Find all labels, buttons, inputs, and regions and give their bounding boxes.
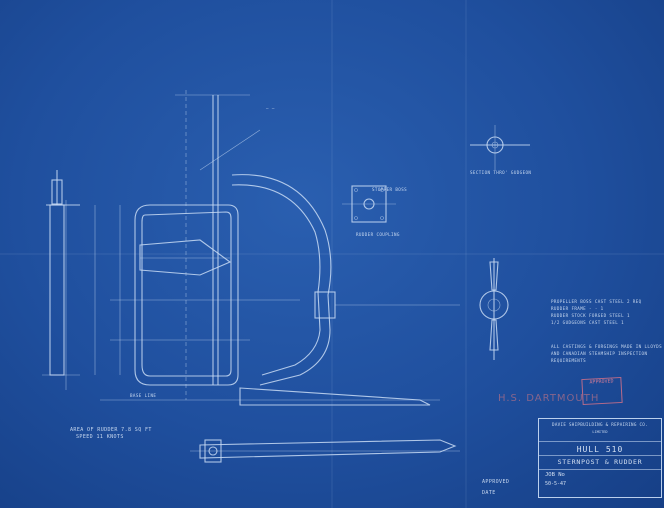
callout-top: — — — [266, 106, 275, 111]
general-notes: ALL CASTINGS & FORGINGS MADE IN LLOYDS A… — [551, 343, 662, 364]
rudder-plan-view — [190, 439, 460, 463]
approved-stamp-text: APPROVED — [589, 378, 614, 386]
title-block: DAVIE SHIPBUILDING & REPAIRING CO. LIMIT… — [538, 418, 662, 498]
area-note-1: AREA OF RUDDER 7.8 SQ FT — [70, 427, 152, 433]
rudder-frame — [110, 90, 300, 400]
general-note: ALL CASTINGS & FORGINGS MADE IN LLOYDS — [551, 344, 663, 349]
material-note: RUDDER FRAME - - 1 — [551, 306, 604, 311]
stock-section-view — [479, 258, 509, 360]
gudgeon-detail — [470, 125, 530, 170]
general-note: AND CANADIAN STEAMSHIP INSPECTION — [551, 351, 648, 356]
date-label: DATE — [482, 490, 496, 496]
rudder-side-view — [42, 170, 96, 390]
rudder-coupling-view — [342, 185, 396, 223]
general-note: REQUIREMENTS — [551, 358, 587, 363]
company-line2: LIMITED — [592, 430, 608, 434]
area-note-2: SPEED 11 KNOTS — [76, 434, 124, 440]
dartmouth-stamp: H.S. DARTMOUTH — [498, 393, 600, 404]
title-divider — [539, 469, 661, 470]
material-note: PROPELLER BOSS CAST STEEL 2 REQ — [551, 299, 642, 304]
hull-number: HULL 510 — [576, 445, 624, 454]
sternpost — [100, 129, 460, 406]
drawing-name: STERNPOST & RUDDER — [557, 458, 643, 466]
rudder-coupling-label: RUDDER COUPLING — [356, 232, 400, 237]
material-note: RUDDER STOCK FORGED STEEL 1 — [551, 313, 630, 318]
approved-label: APPROVED — [482, 479, 510, 485]
title-divider — [539, 455, 661, 456]
job-number: 50-5-47 — [545, 481, 567, 487]
material-note: 1/2 GUDGEONS CAST STEEL 1 — [551, 320, 625, 325]
job-label: JOB No — [545, 472, 565, 478]
material-notes: PROPELLER BOSS CAST STEEL 2 REQ RUDDER F… — [551, 298, 642, 326]
base-line-label: BASE LINE — [130, 393, 157, 398]
section-label: SECTION THRO' GUDGEON — [470, 170, 532, 175]
approved-stamp: APPROVED — [581, 376, 623, 406]
company-name: DAVIE SHIPBUILDING & REPAIRING CO. — [552, 422, 648, 427]
title-divider — [539, 441, 661, 442]
stopper-label: STOPPER BOSS — [372, 187, 408, 192]
